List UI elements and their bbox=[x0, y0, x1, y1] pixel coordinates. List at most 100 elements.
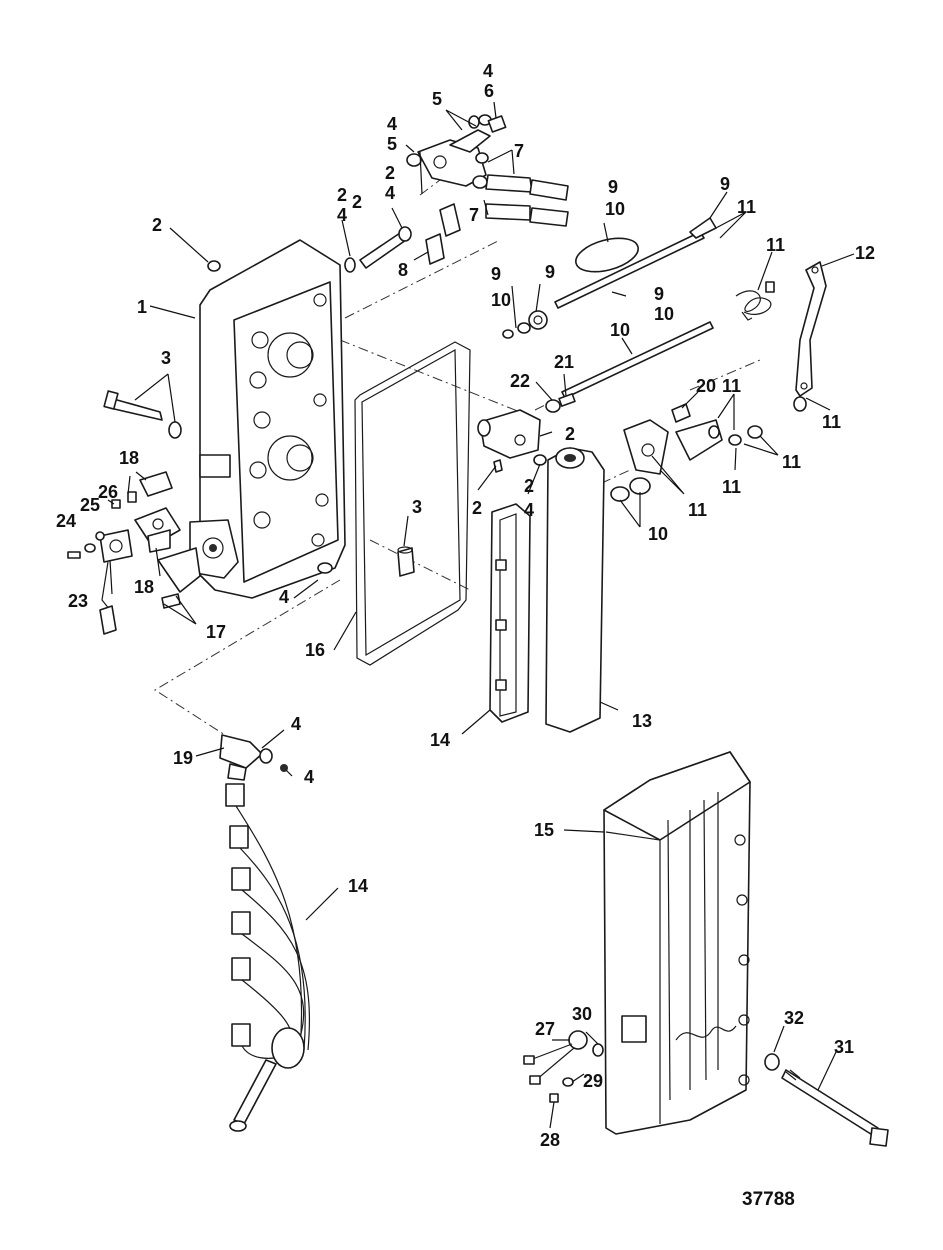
lever-part-11-small bbox=[610, 396, 807, 502]
callout-4: 4 bbox=[279, 587, 289, 607]
callout-1: 1 bbox=[137, 297, 147, 317]
callout-17: 17 bbox=[206, 622, 226, 642]
callout-4: 4 bbox=[385, 183, 395, 203]
lever-part-12 bbox=[795, 261, 827, 397]
callout-7: 7 bbox=[469, 205, 479, 225]
callout-14: 14 bbox=[348, 876, 368, 896]
callout-11: 11 bbox=[822, 412, 841, 432]
fitting-part-5 bbox=[417, 115, 507, 189]
callout-12: 12 bbox=[855, 243, 875, 263]
callout-9: 9 bbox=[720, 174, 730, 194]
callout-10: 10 bbox=[605, 199, 625, 219]
callout-3: 3 bbox=[412, 497, 422, 517]
gasket-part-16 bbox=[354, 341, 471, 666]
callout-16: 16 bbox=[305, 640, 325, 660]
callout-11: 11 bbox=[722, 477, 741, 497]
callout-4: 4 bbox=[337, 205, 347, 225]
callout-19: 19 bbox=[173, 748, 193, 768]
cover-part-15 bbox=[603, 751, 751, 1135]
sensor-bracket-part-18 bbox=[111, 471, 181, 553]
callout-4: 4 bbox=[387, 114, 397, 134]
callout-27: 27 bbox=[535, 1019, 555, 1039]
callout-24: 24 bbox=[56, 511, 76, 531]
callout-5: 5 bbox=[387, 134, 397, 154]
callout-4: 4 bbox=[291, 714, 301, 734]
callout-8: 8 bbox=[398, 260, 408, 280]
bushing-part-20 bbox=[671, 403, 691, 423]
housing-part-1 bbox=[189, 239, 346, 599]
callout-2: 2 bbox=[337, 185, 347, 205]
callout-11: 11 bbox=[722, 376, 741, 396]
figure-number: 37788 bbox=[742, 1189, 795, 1210]
callout-2: 2 bbox=[565, 424, 575, 444]
callout-26: 26 bbox=[98, 482, 118, 502]
callout-9: 9 bbox=[491, 264, 501, 284]
sensor-part-23 bbox=[99, 529, 133, 635]
callout-labels: 4 6 5 4 5 7 2 4 2 4 2 7 8 9 9 10 11 2 1 … bbox=[56, 61, 875, 1210]
linkage-rod-part-10 bbox=[502, 217, 717, 399]
callout-2: 2 bbox=[352, 192, 362, 212]
callout-31: 31 bbox=[834, 1037, 854, 1057]
callout-18: 18 bbox=[134, 577, 154, 597]
callout-2: 2 bbox=[472, 498, 482, 518]
callout-9: 9 bbox=[608, 177, 618, 197]
callout-11: 11 bbox=[766, 235, 785, 255]
sensor-part-19 bbox=[219, 734, 288, 781]
callout-13: 13 bbox=[632, 711, 652, 731]
callout-4: 4 bbox=[304, 767, 314, 787]
callout-10: 10 bbox=[648, 524, 668, 544]
callout-28: 28 bbox=[540, 1130, 560, 1150]
shield-part-17 bbox=[157, 547, 201, 609]
screw-part-24 bbox=[67, 551, 81, 559]
spacer-part-3 bbox=[397, 546, 415, 577]
callout-2: 2 bbox=[152, 215, 162, 235]
bolt-part-2-upper bbox=[207, 226, 412, 273]
clip-part-26 bbox=[95, 531, 105, 541]
callout-2: 2 bbox=[385, 163, 395, 183]
callout-10: 10 bbox=[491, 290, 511, 310]
callout-30: 30 bbox=[572, 1004, 592, 1024]
callout-4: 4 bbox=[524, 500, 534, 520]
callout-14: 14 bbox=[430, 730, 450, 750]
callout-25: 25 bbox=[80, 495, 100, 515]
callout-leaders bbox=[107, 101, 855, 1129]
hose-part-7 bbox=[485, 174, 569, 227]
cover-part-13 bbox=[545, 447, 605, 733]
callout-32: 32 bbox=[784, 1008, 804, 1028]
callout-18: 18 bbox=[119, 448, 139, 468]
pin-part-21 bbox=[558, 393, 576, 407]
washer-part-25 bbox=[84, 543, 96, 553]
nut-part-22 bbox=[545, 399, 561, 413]
cover-disk-part-10 bbox=[575, 237, 639, 273]
callout-10: 10 bbox=[610, 320, 630, 340]
callout-21: 21 bbox=[554, 352, 574, 372]
hose-part-8 bbox=[425, 203, 461, 265]
washer-part-29 bbox=[562, 1077, 574, 1087]
screw-part-3 bbox=[103, 390, 182, 439]
callout-11: 11 bbox=[688, 500, 707, 520]
callout-15: 15 bbox=[534, 820, 554, 840]
callout-4: 4 bbox=[483, 61, 493, 81]
callout-22: 22 bbox=[510, 371, 530, 391]
callout-9: 9 bbox=[654, 284, 664, 304]
callout-3: 3 bbox=[161, 348, 171, 368]
callout-9: 9 bbox=[545, 262, 555, 282]
washer-part-32 bbox=[764, 1053, 780, 1071]
callout-5: 5 bbox=[432, 89, 442, 109]
switch-part-27 bbox=[523, 1030, 588, 1085]
bolt-part-31 bbox=[781, 1069, 889, 1147]
bracket-part-14 bbox=[489, 503, 531, 723]
spring-part-11 bbox=[735, 281, 775, 321]
callout-6: 6 bbox=[484, 81, 494, 101]
callout-11: 11 bbox=[737, 197, 756, 217]
callout-20: 20 bbox=[696, 376, 716, 396]
callout-7: 7 bbox=[514, 141, 524, 161]
callout-11: 11 bbox=[782, 452, 801, 472]
fitting-part-2-mid bbox=[477, 409, 547, 473]
screw-part-28 bbox=[549, 1093, 559, 1103]
callout-2: 2 bbox=[524, 476, 534, 496]
callout-10: 10 bbox=[654, 304, 674, 324]
o-ring-part-30 bbox=[592, 1043, 604, 1057]
wiring-harness-part-14 bbox=[225, 783, 310, 1132]
